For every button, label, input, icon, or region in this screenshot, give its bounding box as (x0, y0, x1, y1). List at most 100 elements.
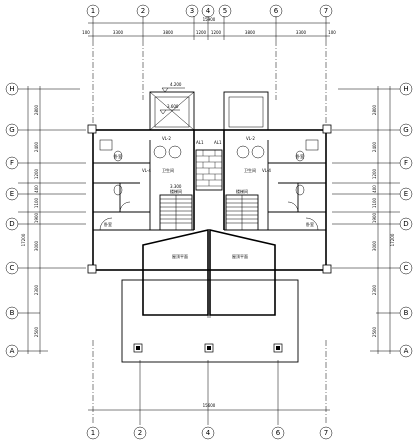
tag-al1-right: AL1 (214, 140, 222, 145)
svg-text:E: E (10, 190, 14, 198)
svg-text:F: F (404, 159, 408, 167)
top-dimension-chain: 15900 100 3300 3800 1200 1200 3800 3300 … (82, 16, 336, 40)
room-label-stair-2: 楼梯间 (236, 188, 248, 194)
axis-bubble-right-D: D (399, 217, 413, 231)
axis-bubble-right-G: G (399, 123, 413, 137)
axis-bubble-right-B: B (399, 306, 413, 320)
left-dim-9: 2500 (34, 326, 39, 337)
axis-bubble-top-5: 5 (218, 4, 232, 18)
left-dim-7: 3000 (34, 240, 39, 251)
tag-al1-left: AL1 (196, 140, 204, 145)
left-axis-bubbles: H G F E D C B A (5, 82, 19, 358)
axis-bubble-top-4: 4 (201, 4, 215, 18)
room-label-bath-1: 卫生间 (162, 167, 174, 173)
axis-bubble-top-6: 6 (269, 4, 283, 18)
right-dimension-chain: 17200 2800 2400 1200 400 1100 1900 3000 … (372, 86, 395, 354)
top-dim-1: 100 (82, 30, 90, 35)
svg-text:1: 1 (91, 7, 95, 15)
left-dim-5: 1100 (34, 197, 39, 208)
fixtures (99, 139, 319, 231)
bottom-total-dim: 15600 (203, 403, 216, 408)
room-label-roof-1: 屋顶平面 (172, 253, 188, 259)
right-dim-6: 1900 (372, 212, 377, 223)
svg-text:5: 5 (223, 7, 227, 15)
top-dim-2: 3300 (113, 30, 124, 35)
axis-bubble-left-B: B (5, 306, 19, 320)
axis-bubble-right-F: F (399, 156, 413, 170)
svg-text:4: 4 (206, 7, 211, 15)
axis-bubble-top-7: 7 (319, 4, 333, 18)
left-dim-3: 1200 (34, 168, 39, 179)
svg-text:6: 6 (274, 7, 279, 15)
svg-text:H: H (9, 85, 14, 93)
right-dim-4: 400 (372, 185, 377, 193)
stairs: 3.300 (159, 184, 259, 231)
axis-bubble-right-H: H (399, 82, 413, 96)
axis-bubble-bottom-2: 2 (133, 426, 147, 440)
svg-text:G: G (403, 126, 408, 134)
top-axis-bubbles: 1 2 3 4 5 6 7 (86, 4, 333, 18)
left-dim-4: 400 (34, 185, 39, 193)
top-balconies: 4.200 3.600 (149, 82, 269, 131)
right-dim-8: 2300 (372, 284, 377, 295)
svg-text:A: A (10, 347, 15, 355)
right-dim-9: 2500 (372, 326, 377, 337)
svg-text:1: 1 (91, 429, 95, 437)
svg-text:3: 3 (190, 7, 194, 15)
right-total-dim: 17200 (390, 233, 395, 246)
svg-text:4: 4 (206, 429, 211, 437)
svg-text:6: 6 (276, 429, 281, 437)
level-top: 4.200 (170, 82, 182, 87)
level-stair: 3.300 (170, 184, 182, 189)
bottom-dimension-chain: 15600 (88, 360, 330, 425)
left-dimension-chain: 17200 2800 2400 1200 400 1100 1900 3000 … (21, 86, 41, 354)
room-label-bedroom-2: 卧室 (296, 153, 304, 159)
right-dim-3: 1200 (372, 168, 377, 179)
left-total-dim: 17200 (21, 233, 26, 246)
top-dim-3: 3800 (163, 30, 174, 35)
right-dim-2: 2400 (372, 141, 377, 152)
room-label-stair-1: 楼梯间 (170, 188, 182, 194)
svg-text:H: H (403, 85, 408, 93)
svg-text:A: A (404, 347, 409, 355)
horizontal-grid-stubs (18, 88, 400, 352)
axis-bubble-top-1: 1 (86, 4, 100, 18)
svg-text:B: B (10, 309, 15, 317)
svg-text:C: C (10, 264, 15, 272)
svg-text:2: 2 (141, 7, 145, 15)
axis-bubble-left-F: F (5, 156, 19, 170)
top-dim-8: 100 (328, 30, 336, 35)
right-dim-7: 3000 (372, 240, 377, 251)
axis-bubble-right-A: A (399, 344, 413, 358)
axis-bubble-top-2: 2 (136, 4, 150, 18)
room-label-bedroom-3: 卧室 (104, 221, 112, 227)
left-dim-8: 2300 (34, 284, 39, 295)
tag-vl2-right: VL-2 (246, 136, 255, 141)
top-dim-5: 1200 (211, 30, 222, 35)
axis-bubble-left-C: C (5, 261, 19, 275)
right-dim-1: 2800 (372, 104, 377, 115)
top-total-dim: 15900 (203, 17, 216, 22)
axis-bubble-left-D: D (5, 217, 19, 231)
room-labels: 卧室 卧室 卫生间 卫生间 楼梯间 楼梯间 卧室 卧室 屋顶平面 屋顶平面 (104, 153, 314, 259)
axis-bubble-left-G: G (5, 123, 19, 137)
axis-bubble-left-H: H (5, 82, 19, 96)
axis-bubble-bottom-4: 4 (201, 426, 215, 440)
tag-vl4-left: VL-4 (142, 168, 151, 173)
svg-text:7: 7 (324, 429, 328, 437)
vertical-axis-lines (92, 40, 327, 425)
svg-text:C: C (404, 264, 409, 272)
left-dim-1: 2800 (34, 104, 39, 115)
room-label-bedroom-1: 卧室 (114, 153, 122, 159)
room-label-roof-2: 屋顶平面 (232, 253, 248, 259)
axis-bubble-bottom-6: 6 (271, 426, 285, 440)
svg-text:2: 2 (138, 429, 142, 437)
top-dim-4: 1200 (196, 30, 207, 35)
small-tags: VL-2 AL1 AL1 VL-2 VL-4 VL-4 (142, 136, 271, 173)
axis-bubble-left-E: E (5, 187, 19, 201)
left-dim-6: 1900 (34, 212, 39, 223)
central-core (195, 149, 223, 191)
svg-text:F: F (10, 159, 14, 167)
axis-bubble-bottom-1: 1 (86, 426, 100, 440)
